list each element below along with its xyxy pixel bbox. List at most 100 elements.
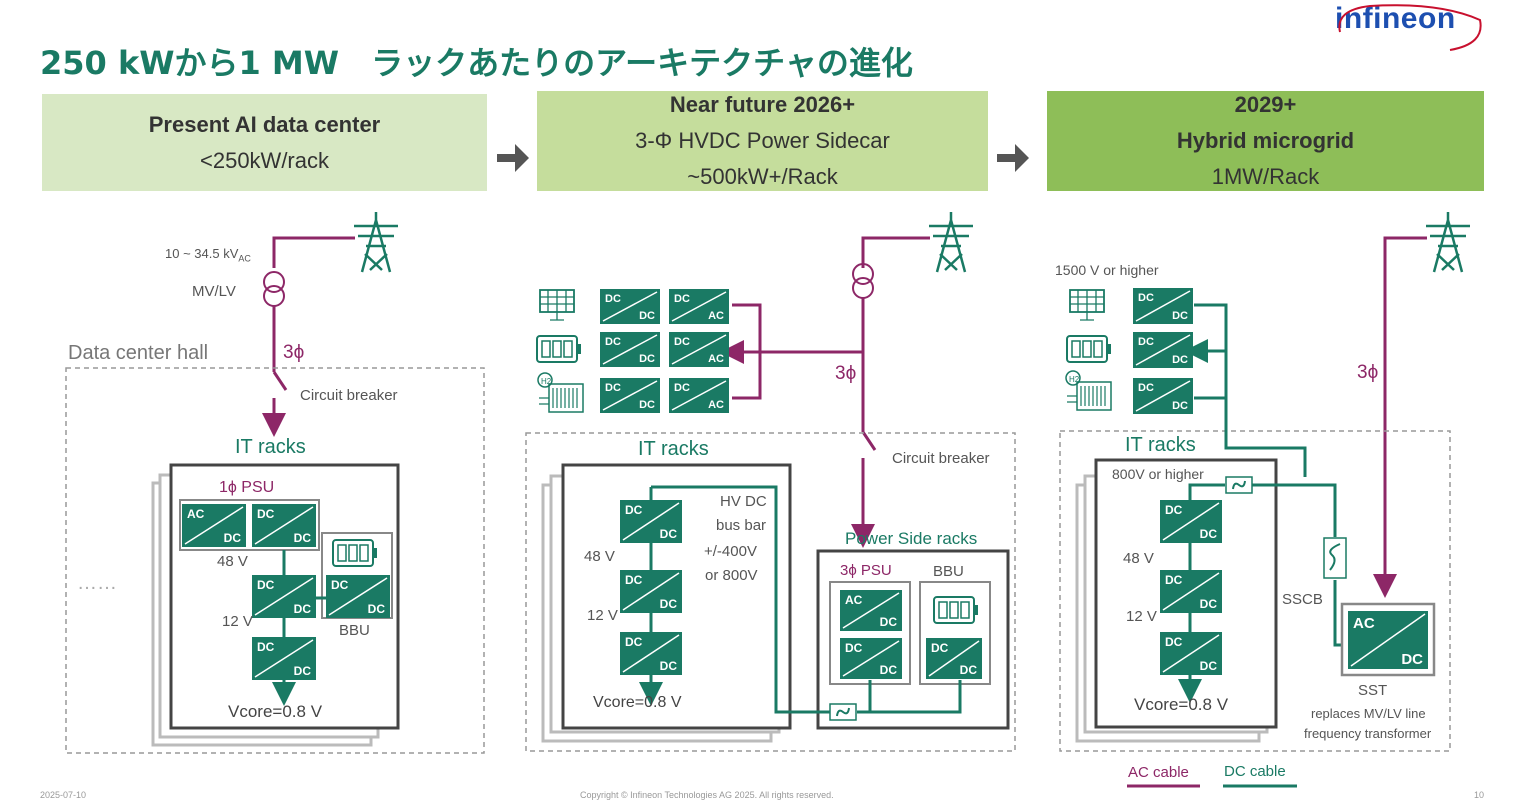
converter-dcac: DC AC: [669, 378, 729, 413]
header-2029-power: 1MW/Rack: [1211, 164, 1320, 189]
header-near-future-power: ~500kW+/Rack: [687, 164, 838, 189]
converter-dcdc: DC DC: [326, 575, 390, 618]
logo-swoosh: [1338, 4, 1482, 51]
busbar-label: bus bar: [716, 517, 767, 534]
header-present-title: Present AI data center: [148, 111, 381, 137]
bbu-label-1: BBU: [339, 622, 370, 639]
converter-input-label: DC: [625, 503, 643, 517]
header-2029: 2029+ Hybrid microgrid 1MW/Rack: [1047, 91, 1484, 191]
vcore-label-2: Vcore=0.8 V: [593, 694, 682, 711]
converter-output-label: DC: [1401, 651, 1423, 668]
phase-label-3: 3ϕ: [1357, 362, 1379, 383]
v48-label-3: 48 V: [1123, 550, 1154, 567]
converter-output-label: DC: [294, 531, 312, 545]
arrow-right-icon: [497, 144, 529, 172]
header-near-future-sub: 3-Φ HVDC Power Sidecar: [635, 128, 890, 153]
converter-input-label: DC: [1165, 573, 1183, 587]
converter-output-label: DC: [1172, 400, 1188, 412]
voltage-unit-sub: AC: [238, 253, 251, 264]
converter-input-label: AC: [1353, 615, 1375, 632]
solid-state-breaker-icon: [1323, 537, 1347, 579]
power-side-label: Power Side racks: [845, 529, 978, 548]
phase-label-2: 3ϕ: [835, 363, 857, 384]
converter-input-label: DC: [605, 293, 621, 305]
page-title: 250 kWから1 MW ラックあたりのアーキテクチャの進化: [40, 44, 913, 82]
header-present-power: <250kW/rack: [200, 147, 329, 173]
header-near-future-title: Near future 2026+: [669, 92, 856, 117]
converter-output-label: DC: [639, 399, 655, 411]
converter-input-label: DC: [1165, 503, 1183, 517]
converter-output-label: DC: [368, 602, 386, 616]
converter-dcdc: DC DC: [252, 504, 316, 547]
footer-date: 2025-07-10: [40, 790, 87, 800]
converter-acdc-sst: AC DC: [1348, 611, 1428, 669]
hall-label: Data center hall: [68, 342, 209, 364]
bus-voltage-1: +/-400V: [704, 543, 757, 560]
sst-label: SST: [1358, 682, 1388, 699]
more-racks-dots: ……: [77, 572, 117, 594]
converter-dcdc: DC DC: [600, 289, 660, 324]
converter-output-label: DC: [660, 597, 678, 611]
converter-input-label: DC: [605, 382, 621, 394]
converter-output-label: AC: [708, 399, 724, 411]
voltage-label-1: 10 ~ 34.5 kVAC: [165, 246, 251, 267]
header-2029-sub: Hybrid microgrid: [1176, 128, 1355, 153]
psu-label-1: 1ϕ PSU: [219, 479, 275, 496]
converter-input-label: DC: [1138, 292, 1154, 304]
source-voltage-label: 1500 V or higher: [1055, 262, 1159, 278]
converter-output-label: DC: [960, 663, 978, 677]
converter-input-label: DC: [625, 635, 643, 649]
psu-label-2: 3ϕ PSU: [840, 562, 892, 579]
phase-label-1: 3ϕ: [283, 342, 305, 363]
converter-input-label: DC: [674, 336, 690, 348]
voltage-value: 10 ~ 34.5 kV: [165, 246, 239, 261]
vcore-label-3: Vcore=0.8 V: [1134, 695, 1229, 714]
v48-label-1: 48 V: [217, 553, 248, 570]
footer-copyright: Copyright © Infineon Technologies AG 202…: [580, 790, 834, 800]
converter-dcdc: DC DC: [840, 638, 902, 679]
converter-input-label: DC: [845, 641, 863, 655]
converter-input-label: DC: [257, 507, 275, 521]
legend-dc: DC cable: [1224, 763, 1286, 780]
breaker-label-2: Circuit breaker: [892, 450, 990, 467]
it-racks-label-1: IT racks: [235, 436, 306, 458]
bus-voltage-2: or 800V: [705, 567, 758, 584]
it-racks-label-3: IT racks: [1125, 434, 1196, 456]
converter-input-label: DC: [331, 578, 349, 592]
header-2029-title: 2029+: [1234, 92, 1297, 117]
converter-input-label: AC: [187, 507, 205, 521]
converter-input-label: DC: [605, 336, 621, 348]
converter-output-label: DC: [660, 527, 678, 541]
converter-dcdc: DC DC: [926, 638, 982, 679]
mvlv-label: MV/LV: [192, 283, 236, 300]
converter-acdc: AC DC: [182, 504, 246, 547]
converter-input-label: DC: [674, 382, 690, 394]
sst-note-1: replaces MV/LV line: [1311, 706, 1426, 721]
converter-output-label: DC: [639, 310, 655, 322]
header-near-future: Near future 2026+ 3-Φ HVDC Power Sidecar…: [537, 91, 988, 191]
converter-output-label: DC: [880, 663, 898, 677]
converter-input-label: AC: [845, 593, 863, 607]
footer-page: 10: [1474, 790, 1485, 800]
converter-output-label: DC: [224, 531, 242, 545]
converter-output-label: DC: [1200, 659, 1218, 673]
converter-input-label: DC: [674, 293, 690, 305]
converter-input-label: DC: [257, 578, 275, 592]
v12-label-1: 12 V: [222, 613, 253, 630]
vcore-label-1: Vcore=0.8 V: [228, 702, 323, 721]
v12-label-3: 12 V: [1126, 608, 1157, 625]
breaker-label-1: Circuit breaker: [300, 387, 398, 404]
header-present: Present AI data center <250kW/rack: [42, 94, 487, 191]
converter-input-label: DC: [931, 641, 949, 655]
hvdc-label: HV DC: [720, 493, 767, 510]
